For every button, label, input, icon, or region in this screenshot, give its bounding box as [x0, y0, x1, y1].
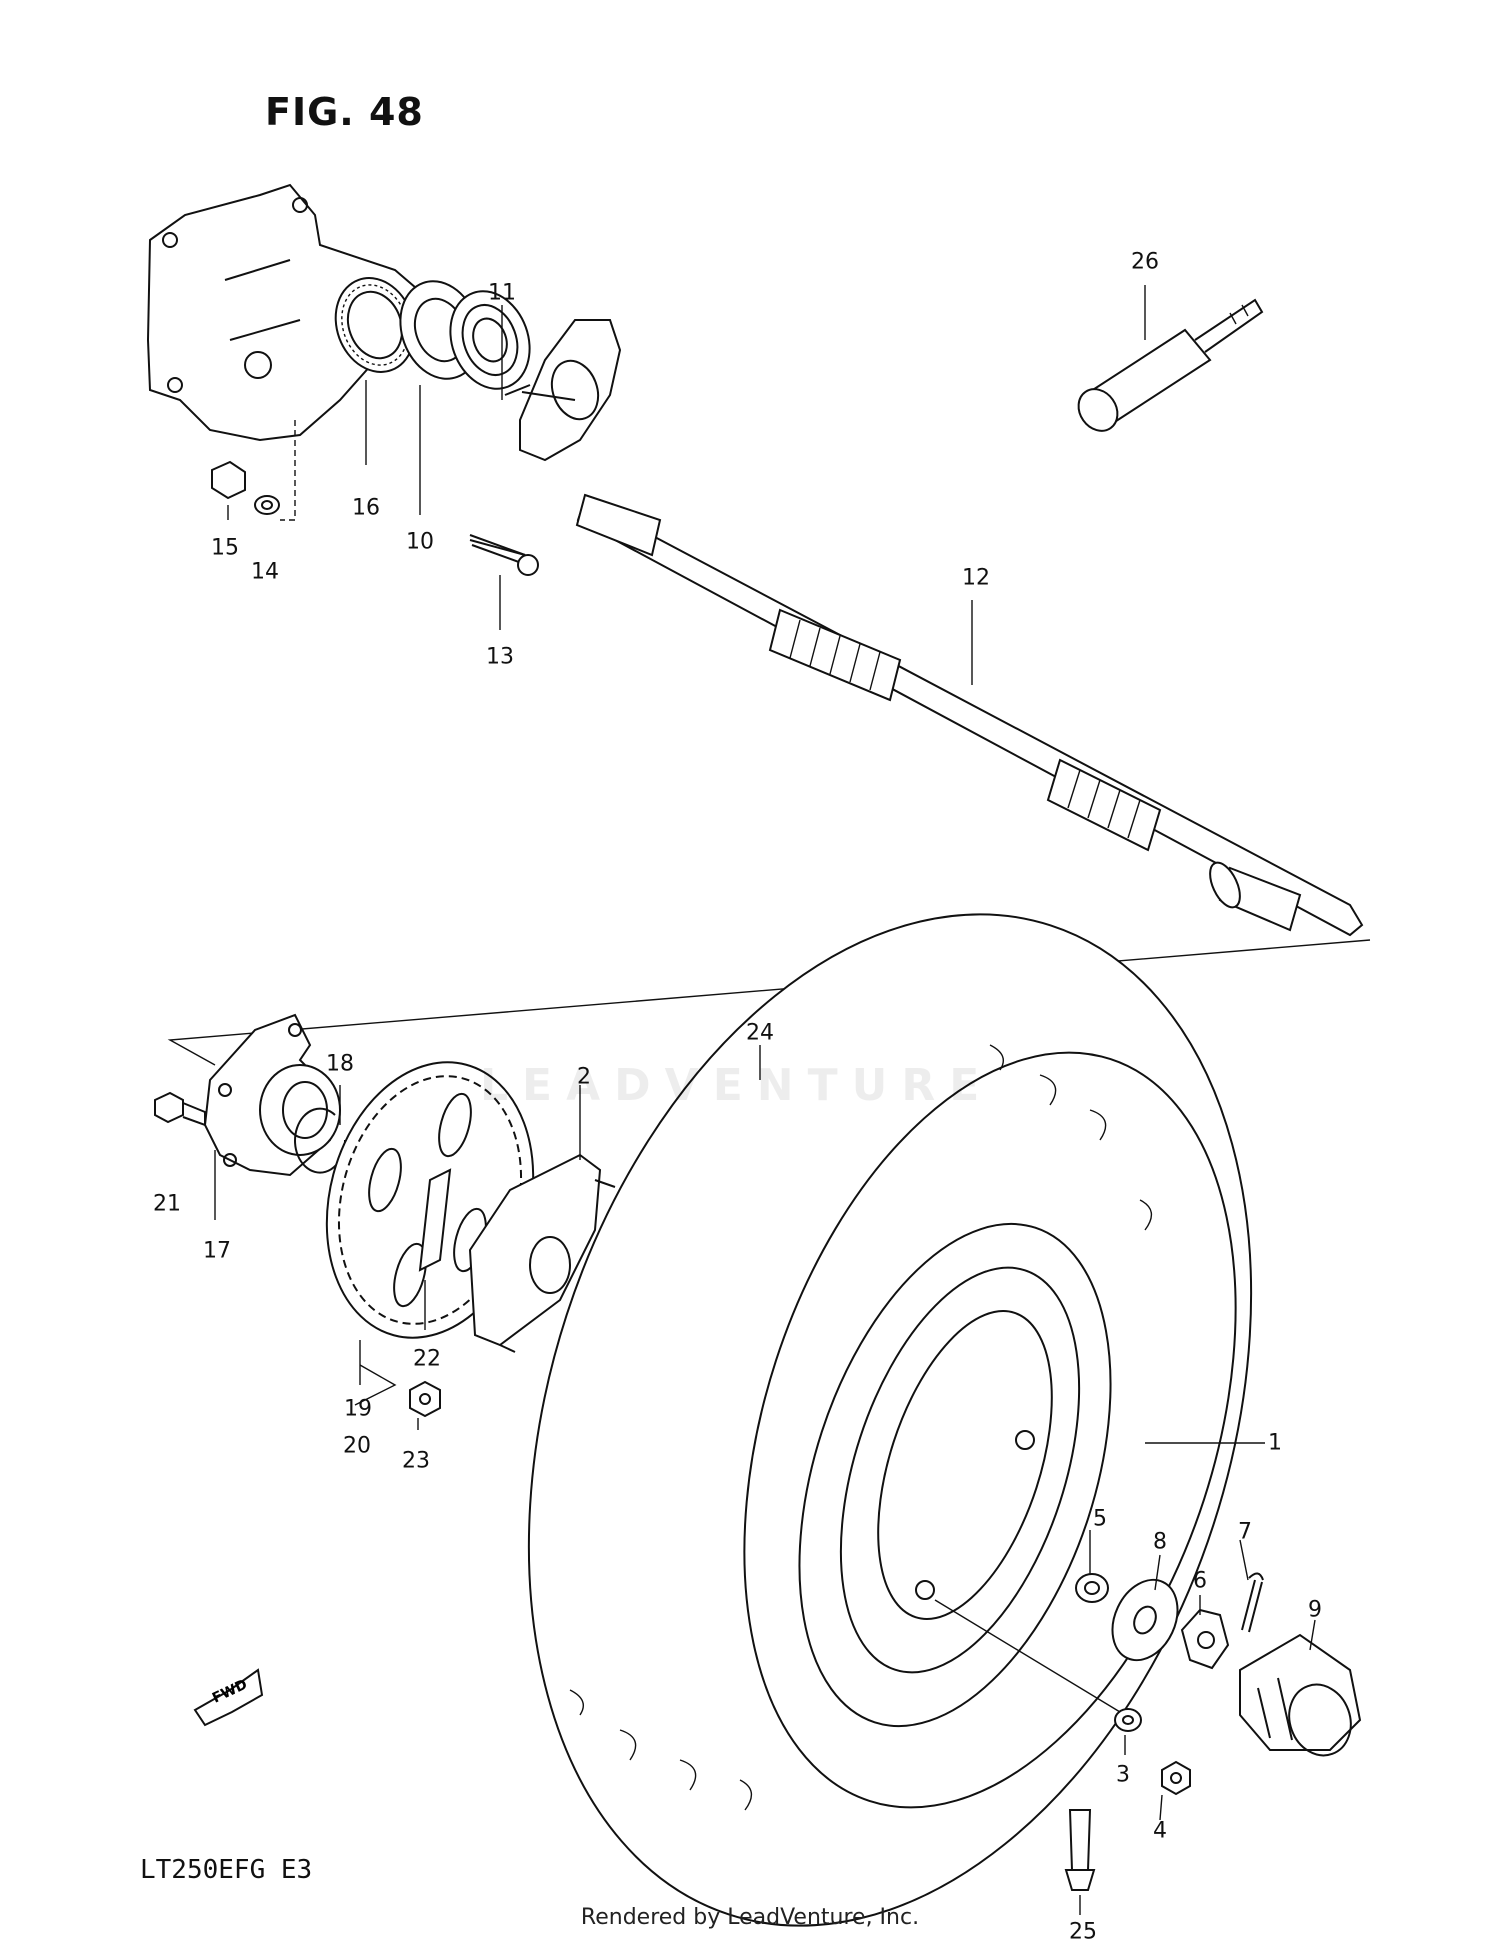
castle-nut: [1180, 1608, 1230, 1670]
callout-3: 3: [1116, 1762, 1130, 1788]
sprocket-hub: [203, 1013, 341, 1177]
callout-25: 25: [1069, 1919, 1097, 1945]
callout-26: 26: [1131, 249, 1159, 275]
callout-19: 19: [344, 1396, 372, 1422]
model-code: LT250EFG E3: [140, 1855, 313, 1885]
tire-valve: [1064, 1809, 1096, 1891]
wheel-hub-flange: [468, 1153, 616, 1353]
grease-nipple-tool: [1077, 298, 1264, 432]
callout-8: 8: [1153, 1529, 1167, 1555]
housing-nut: [211, 460, 246, 500]
sprocket-nut: [409, 1380, 441, 1418]
wheel-rim: [798, 1222, 1112, 1728]
rear-axle-shaft: [575, 493, 1364, 937]
callout-20: 20: [343, 1433, 371, 1459]
callout-1: 1: [1268, 1430, 1282, 1456]
forward-arrow-icon: FWD: [193, 1668, 264, 1727]
assembly-line: [280, 420, 296, 521]
callout-21: 21: [153, 1191, 181, 1217]
callout-17: 17: [203, 1238, 231, 1264]
callout-15: 15: [211, 535, 239, 561]
callout-7: 7: [1238, 1519, 1252, 1545]
callout-24: 24: [746, 1020, 774, 1046]
callout-23: 23: [402, 1448, 430, 1474]
leader-line: [934, 1599, 1121, 1713]
cotter-pin: [1241, 1572, 1264, 1633]
callout-13: 13: [486, 644, 514, 670]
figure-title: FIG. 48: [265, 90, 424, 134]
callout-2: 2: [577, 1064, 591, 1090]
bearing-holder-plate: [469, 319, 622, 556]
callout-14: 14: [251, 559, 279, 585]
callout-18: 18: [326, 1051, 354, 1077]
callout-6: 6: [1193, 1568, 1207, 1594]
callout-22: 22: [413, 1346, 441, 1372]
callout-9: 9: [1308, 1597, 1322, 1623]
hub-cap: [1239, 1633, 1362, 1757]
callout-4: 4: [1153, 1818, 1167, 1844]
rim-washer: [1114, 1708, 1142, 1732]
housing-washer: [254, 495, 280, 515]
callout-leaders: [214, 285, 1316, 1915]
wheel-washer: [1075, 1573, 1109, 1603]
hub-washer: [1111, 1578, 1179, 1662]
watermark: LEADVENTURE: [480, 1060, 994, 1111]
wheel-nut: [1161, 1760, 1191, 1796]
hub-bolt: [154, 1091, 206, 1127]
callout-11: 11: [488, 280, 516, 306]
stud-bolt: [469, 534, 539, 576]
assembly-line: [354, 1364, 397, 1406]
lock-washer-plate: [418, 1168, 452, 1272]
callout-12: 12: [962, 565, 990, 591]
callout-16: 16: [352, 495, 380, 521]
callout-5: 5: [1093, 1506, 1107, 1532]
callout-10: 10: [406, 529, 434, 555]
rendered-by-footer: Rendered by LeadVenture, Inc.: [580, 1905, 920, 1930]
